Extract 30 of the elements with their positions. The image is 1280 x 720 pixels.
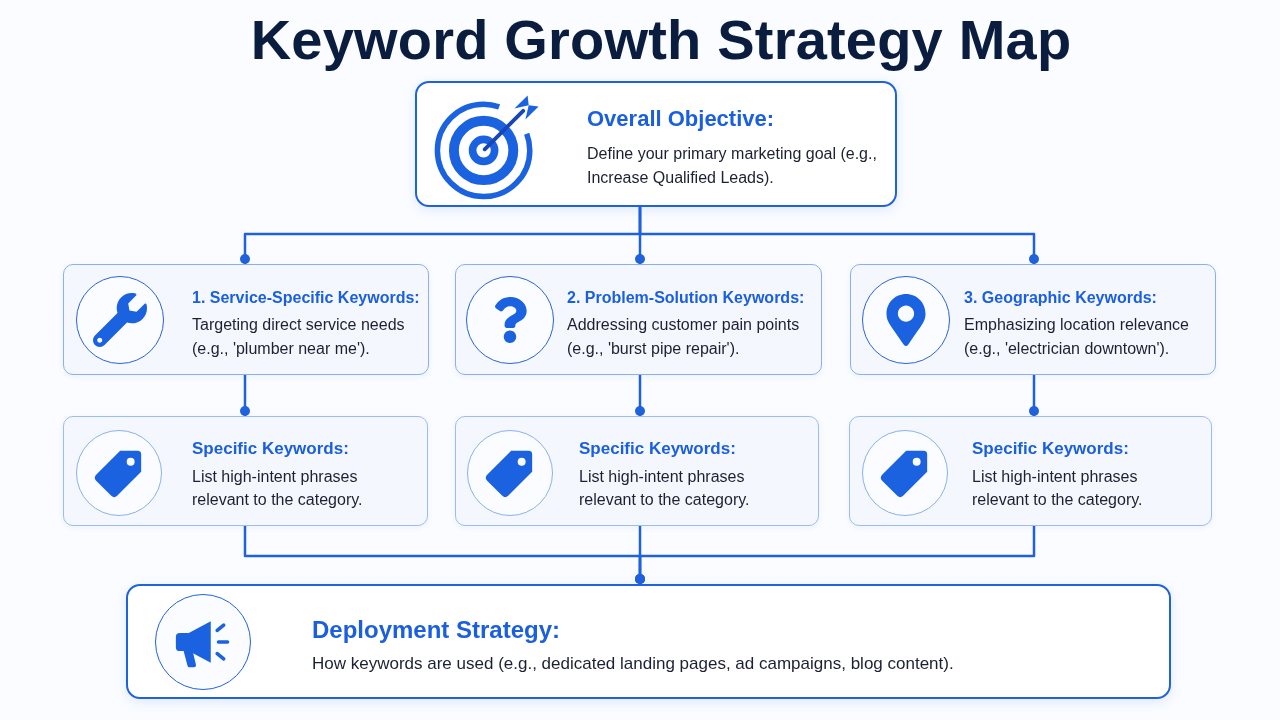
strategy-card bbox=[126, 584, 1171, 699]
card-description: Emphasizing location relevance (e.g., 'electrician downtown'). bbox=[964, 315, 1190, 359]
card-heading: Specific Keywords: bbox=[972, 438, 1129, 460]
card-heading: 2. Problem-Solution Keywords: bbox=[567, 288, 805, 308]
card-description: How keywords are used (e.g., dedicated landing pages, ad campaigns, blog content). bbox=[312, 653, 954, 675]
connector-line bbox=[635, 526, 1036, 584]
card-heading: Overall Objective: bbox=[587, 105, 775, 133]
keyword-card bbox=[455, 416, 819, 526]
card-heading: Specific Keywords: bbox=[192, 438, 349, 460]
diagram-title: Keyword Growth Strategy Map bbox=[250, 8, 1072, 72]
card-description: Addressing customer pain points (e.g., 'burst pipe repair'). bbox=[567, 315, 801, 359]
card-heading: 1. Service-Specific Keywords: bbox=[192, 288, 420, 308]
connector-line bbox=[635, 375, 645, 416]
connector-line bbox=[240, 375, 250, 416]
card-heading: 3. Geographic Keywords: bbox=[964, 288, 1157, 308]
card-heading: Deployment Strategy: bbox=[312, 615, 561, 645]
card-description: List high-intent phrases relevant to the category. bbox=[579, 467, 751, 510]
category-card bbox=[455, 264, 822, 375]
keyword-card bbox=[63, 416, 428, 526]
card-description: List high-intent phrases relevant to the category. bbox=[972, 467, 1144, 510]
category-card bbox=[63, 264, 429, 375]
card-heading: Specific Keywords: bbox=[579, 438, 736, 460]
card-description: Define your primary marketing goal (e.g., Increase Qualified Leads). bbox=[587, 144, 878, 188]
connector-line bbox=[1029, 375, 1039, 416]
card-description: Targeting direct service needs (e.g., 'plumber near me'). bbox=[192, 315, 406, 359]
card-description: List high-intent phrases relevant to the category. bbox=[192, 467, 364, 510]
keyword-card bbox=[849, 416, 1212, 526]
objective-card bbox=[415, 81, 897, 207]
connector-line bbox=[638, 207, 1039, 264]
category-card bbox=[850, 264, 1216, 375]
